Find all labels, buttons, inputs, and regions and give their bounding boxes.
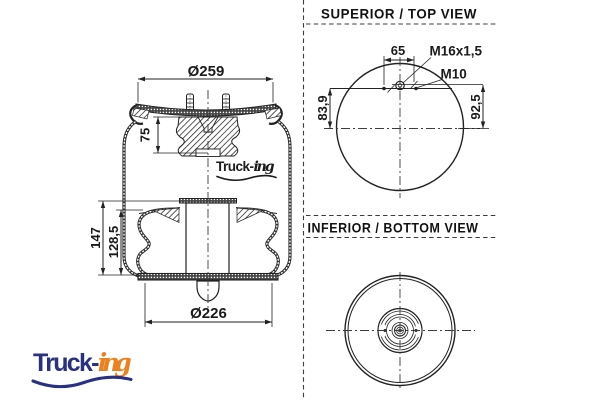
- dim-label-75: 75: [138, 128, 153, 142]
- front-view: Ø259 75 147 128,5: [88, 63, 292, 327]
- watermark-logo: Truck-ing: [216, 159, 277, 182]
- dim-piston-diameter: Ø226: [144, 283, 273, 327]
- bellows-outer-wall: [122, 120, 292, 279]
- label-air-fitting-thread: M16x1,5: [403, 44, 483, 83]
- dim-bumper-height: 75: [138, 116, 208, 154]
- watermark-bold-text: Truck-: [216, 159, 254, 174]
- dim-label-147: 147: [88, 227, 103, 249]
- dim-label-259: Ø259: [188, 63, 225, 80]
- air-fitting-icon: [387, 80, 418, 93]
- top-view: SUPERIOR / TOP VIEW 65 M16x1,5: [315, 6, 489, 198]
- logo-swoosh-icon: [31, 375, 133, 389]
- top-plate: [129, 103, 283, 125]
- stud-left-dot: [382, 86, 386, 91]
- bottom-view: INFERIOR / BOTTOM VIEW: [308, 220, 479, 389]
- svg-text:Truck-ing: Truck-ing: [33, 348, 132, 377]
- dim-stud-spacing: 65: [383, 43, 415, 85]
- dim-label-92-5: 92,5: [468, 94, 483, 119]
- dim-top-plate-diameter: Ø259: [137, 63, 274, 103]
- dim-label-83-9: 83,9: [315, 95, 330, 120]
- dim-rolling-lobe-height: 128,5: [106, 209, 143, 275]
- dim-label-226: Ø226: [190, 305, 227, 322]
- stud-right-dot: [414, 86, 418, 91]
- label-stud-thread: M10: [417, 67, 467, 88]
- rolling-lobe: [136, 207, 280, 278]
- watermark-script-text: ing: [253, 159, 274, 175]
- dim-total-height: 147: [88, 200, 179, 276]
- brand-logo: Truck-ing: [31, 348, 133, 389]
- bottom-view-title: INFERIOR / BOTTOM VIEW: [308, 220, 479, 236]
- dim-label-128-5: 128,5: [106, 226, 121, 259]
- dim-label-65: 65: [391, 43, 405, 58]
- svg-text:Truck-ing: Truck-ing: [216, 159, 275, 175]
- label-m16: M16x1,5: [430, 44, 483, 59]
- dim-left-offset: 83,9: [315, 88, 333, 129]
- watermark-swoosh-icon: [216, 174, 277, 182]
- logo-bold-text: Truck-: [33, 349, 99, 377]
- top-view-title: SUPERIOR / TOP VIEW: [321, 6, 477, 22]
- logo-script-text: ing: [98, 348, 132, 377]
- label-m10: M10: [441, 67, 467, 82]
- dim-right-offset: 92,5: [458, 85, 489, 129]
